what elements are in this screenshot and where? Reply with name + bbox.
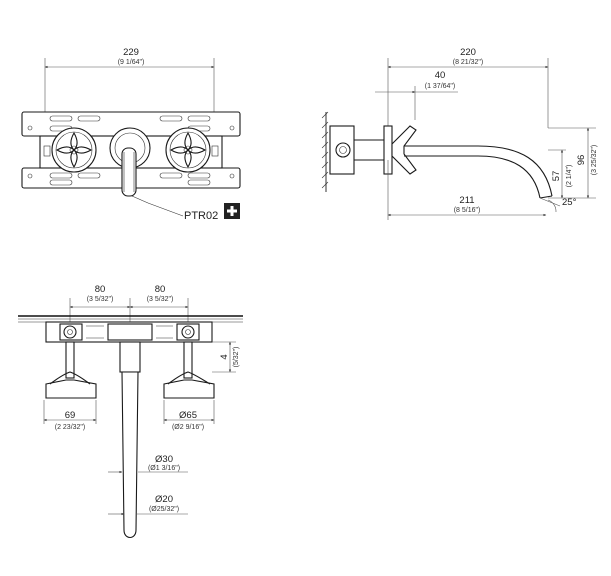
left-spacing-in-label: (3 5/32")	[87, 296, 114, 303]
width-in-label: (9 1/64")	[118, 59, 145, 66]
height2-mm-label: 96	[576, 155, 587, 166]
rosette-in-label: (Ø2 9/16")	[172, 424, 204, 431]
offset-in-label: (1 37/64")	[425, 83, 456, 90]
spout-mm-label: 211	[459, 195, 474, 206]
handle-in-label: (2 23/32")	[55, 424, 86, 431]
total-mm-label: 220	[460, 47, 476, 58]
rosette-mm-label: Ø65	[179, 410, 197, 421]
left-spacing-mm-label: 80	[95, 284, 106, 295]
total-in-label: (8 21/32")	[453, 59, 484, 66]
spout-tip-in-label: (Ø25/32")	[149, 506, 179, 513]
valve-body	[329, 125, 393, 175]
angle-line	[539, 197, 561, 207]
handle-mm-label: 69	[65, 410, 76, 421]
depth-in-label: (5/32")	[233, 347, 240, 368]
depth-mm-label: 4	[219, 354, 230, 359]
right-spacing-mm-label: 80	[155, 284, 166, 295]
spout-base-in-label: (Ø1 3/16")	[148, 465, 180, 472]
in-wall-body	[45, 321, 213, 343]
offset-mm-label: 40	[435, 70, 446, 81]
wall-slab	[18, 315, 243, 323]
part-leader-line	[131, 195, 149, 204]
side-handle	[391, 125, 417, 175]
plus-icon[interactable]	[224, 203, 240, 219]
width-mm-label: 229	[123, 47, 139, 58]
height1-in-label: (2 1/4")	[566, 165, 573, 188]
part-label: PTR02	[184, 210, 218, 222]
left-cross-handle	[51, 127, 97, 173]
left-handle-front	[45, 341, 97, 399]
right-cross-handle	[165, 127, 211, 173]
height1-mm-label: 57	[551, 171, 562, 182]
center-spout-front	[119, 341, 141, 539]
spout-base-mm-label: Ø30	[155, 454, 173, 465]
angle-label: 25°	[562, 197, 577, 208]
side-spout	[404, 145, 553, 199]
wall-section	[321, 111, 329, 192]
center-spout	[109, 127, 151, 197]
right-spacing-in-label: (3 5/32")	[147, 296, 174, 303]
right-handle-front	[163, 341, 215, 399]
side-view: 220 (8 21/32") 40 (1 37/64")	[321, 47, 598, 220]
spout-tip-mm-label: Ø20	[155, 494, 173, 505]
height2-in-label: (3 25/32")	[591, 145, 598, 176]
spout-in-label: (8 5/16")	[454, 207, 481, 214]
top-view: 229 (9 1/64")	[21, 47, 241, 222]
front-view: 80 (3 5/32") 80 (3 5/32")	[18, 284, 243, 539]
